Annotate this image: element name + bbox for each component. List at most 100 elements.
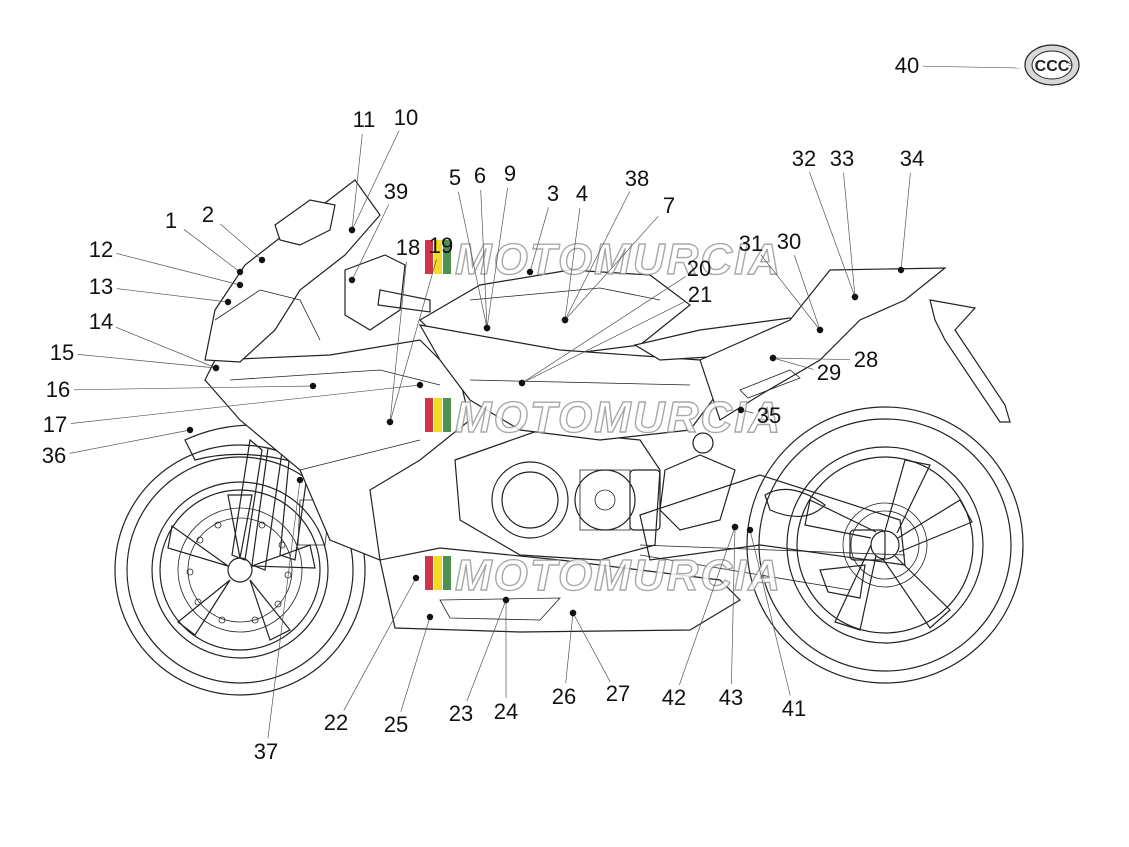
front-fairing (204, 179, 381, 363)
callout-number: 7 (663, 193, 675, 218)
callout-41: 41 (746, 526, 806, 721)
callout-leader-line (389, 261, 407, 423)
callout-dot (348, 276, 356, 284)
callout-dot (186, 426, 194, 434)
callout-leader-line (529, 207, 549, 273)
callout-dot (416, 381, 424, 389)
callout-dot (746, 526, 754, 534)
callout-number: 26 (552, 684, 576, 709)
callout-number: 35 (757, 403, 781, 428)
callout-number: 16 (46, 377, 70, 402)
callout-leader-line (69, 429, 191, 454)
callout-1: 1 (165, 208, 244, 276)
callout-leader-line (922, 65, 1021, 69)
callout-43: 43 (719, 523, 743, 710)
callout-dot (502, 596, 510, 604)
callout-number: 3 (547, 181, 559, 206)
callout-leader-line (400, 616, 431, 712)
callout-leader-line (772, 357, 851, 361)
swingarm (639, 474, 906, 599)
callout-leader-line (731, 526, 736, 685)
callout-number: 13 (89, 274, 113, 299)
callout-leader-line (793, 255, 821, 331)
callout-number: 40 (895, 53, 919, 78)
callout-leader-line (843, 172, 856, 298)
callout-21: 21 (518, 282, 712, 387)
callout-dot (296, 476, 304, 484)
callout-dot (236, 268, 244, 276)
callout-leader-line (900, 172, 911, 271)
rear-wheel (746, 406, 1024, 684)
callout-dot (412, 574, 420, 582)
belly-pan (379, 547, 741, 633)
watermark-text: MOTOMURCIA (455, 235, 782, 284)
callout-number: 10 (394, 105, 418, 130)
callout-dot (236, 281, 244, 289)
callout-leader-line (267, 479, 301, 739)
callout-number: 23 (449, 701, 473, 726)
callout-number: 24 (494, 699, 518, 724)
callout-number: 6 (474, 163, 486, 188)
callout-leader-line (466, 599, 507, 702)
callout-19: 19 (386, 233, 453, 426)
callout-leader-line (480, 189, 488, 329)
callout-number: 31 (739, 231, 763, 256)
callout-17: 17 (43, 381, 424, 437)
callout-dot (212, 364, 220, 372)
callout-number: 1 (165, 208, 177, 233)
callout-dot (526, 268, 534, 276)
callout-number: 2 (202, 202, 214, 227)
callout-leader-line (564, 207, 581, 321)
callout-number: 4 (576, 181, 588, 206)
callout-27: 27 (569, 609, 630, 706)
callout-12: 12 (89, 237, 244, 289)
callout-number: 39 (384, 179, 408, 204)
callout-leader-line (565, 612, 574, 684)
side-fairing (204, 339, 471, 561)
callout-number: 30 (777, 229, 801, 254)
watermark-text: MOTOMURCIA (455, 551, 782, 600)
callout-number: 37 (254, 739, 278, 764)
callout-29: 29 (769, 354, 841, 385)
callout-number: 18 (396, 235, 420, 260)
callout-36: 36 (42, 426, 194, 468)
callout-number: 25 (384, 712, 408, 737)
callout-leader-line (749, 529, 791, 696)
callout-leader-line (220, 223, 263, 261)
callout-leader-line (572, 612, 611, 682)
callout-14: 14 (89, 309, 220, 372)
callout-dot (518, 379, 526, 387)
callout-dot (569, 609, 577, 617)
callout-15: 15 (50, 340, 220, 372)
engine (454, 429, 661, 561)
callout-11: 11 (348, 107, 375, 234)
callout-dot (851, 293, 859, 301)
callout-number: 22 (324, 710, 348, 735)
handlebar (344, 254, 431, 331)
callout-number: 12 (89, 237, 113, 262)
callout-number: 15 (50, 340, 74, 365)
callout-leader-line (772, 357, 814, 370)
front-wheel (114, 444, 366, 696)
callout-9: 9 (483, 161, 516, 332)
callout-number: 42 (662, 685, 686, 710)
callout-dot (309, 382, 317, 390)
callout-dot (816, 326, 824, 334)
callout-dot (731, 523, 739, 531)
callout-2: 2 (202, 202, 266, 264)
callout-3: 3 (526, 181, 559, 276)
callout-35: 35 (737, 403, 781, 428)
rear-hanger (659, 432, 736, 531)
callout-leader-line (351, 204, 390, 281)
callout-dot (769, 354, 777, 362)
callout-number: 43 (719, 685, 743, 710)
callout-number: 9 (504, 161, 516, 186)
callout-number: 5 (449, 165, 461, 190)
ccc-certification-mark: CCC S (1024, 44, 1080, 86)
callout-leader-line (486, 187, 508, 329)
callout-number: 41 (782, 696, 806, 721)
callout-number: 17 (43, 412, 67, 437)
callout-number: 36 (42, 443, 66, 468)
